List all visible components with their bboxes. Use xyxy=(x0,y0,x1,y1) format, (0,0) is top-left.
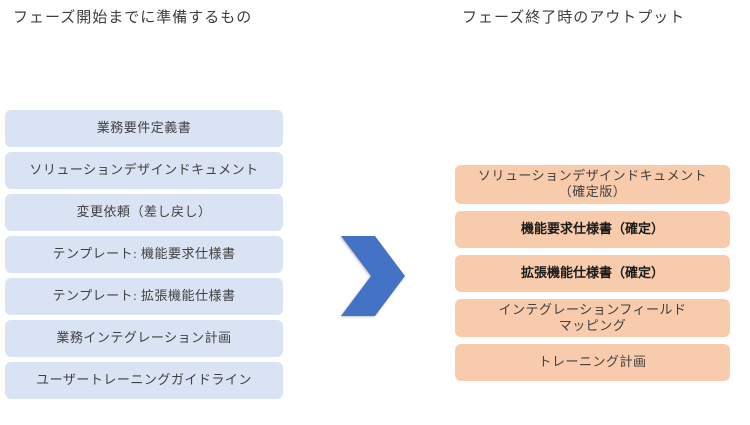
prepare-item: テンプレート: 機能要求仕様書 xyxy=(5,236,283,273)
prepare-item: 業務要件定義書 xyxy=(5,110,283,147)
right-chevron-icon xyxy=(341,236,405,316)
phase-transition-arrow xyxy=(341,236,405,316)
prepare-item: ユーザートレーニングガイドライン xyxy=(5,362,283,399)
prepare-column: 業務要件定義書ソリューションデザインドキュメント変更依頼（差し戻し） テンプレート… xyxy=(5,110,283,399)
output-item: 拡張機能仕様書（確定） xyxy=(455,254,730,292)
output-item: インテグレーションフィールド マッピング xyxy=(455,298,730,337)
prepare-item: 変更依頼（差し戻し） xyxy=(5,194,283,231)
prepare-column-title: フェーズ開始までに準備するもの xyxy=(13,10,253,26)
output-item: ソリューションデザインドキュメント （確定版） xyxy=(455,165,730,204)
output-column: ソリューションデザインドキュメント （確定版） 機能要求仕様書（確定） 拡張機能仕様… xyxy=(455,165,730,381)
output-item: 機能要求仕様書（確定） xyxy=(455,210,730,248)
prepare-item: テンプレート: 拡張機能仕様書 xyxy=(5,278,283,315)
prepare-item: 業務インテグレーション計画 xyxy=(5,320,283,357)
output-column-title: フェーズ終了時のアウトプット xyxy=(462,10,686,26)
output-item: トレーニング計画 xyxy=(455,344,730,381)
prepare-item: ソリューションデザインドキュメント xyxy=(5,152,283,189)
